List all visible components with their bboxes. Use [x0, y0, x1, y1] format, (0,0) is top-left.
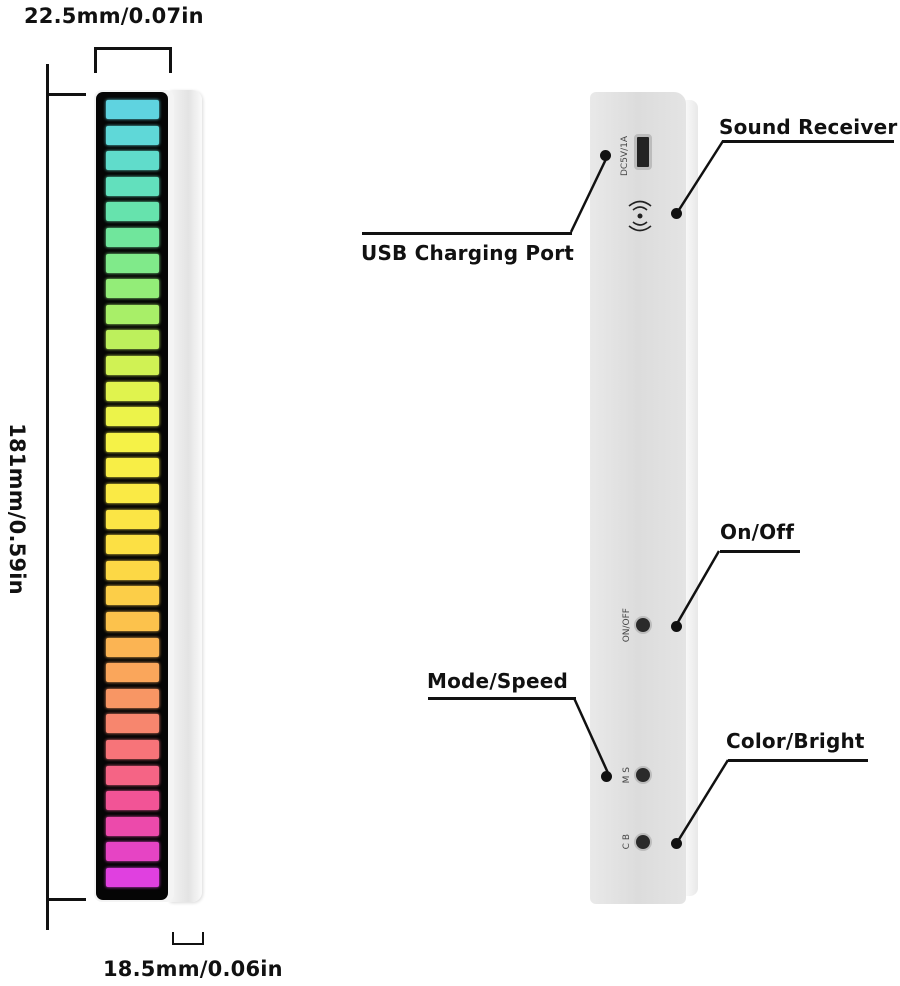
- mode-speed-marking: M S: [622, 767, 632, 784]
- led-segment: [106, 868, 159, 887]
- color-bright-marking: C B: [622, 834, 632, 850]
- led-segment: [106, 381, 159, 401]
- led-segment: [106, 432, 159, 452]
- on-off-marking: ON/OFF: [622, 608, 632, 643]
- color-bright-button[interactable]: [636, 835, 650, 849]
- led-screen: [96, 92, 168, 900]
- led-segment: [106, 535, 159, 555]
- usb-port-callout: USB Charging Port: [361, 241, 575, 265]
- usb-port-pointer: [600, 150, 611, 161]
- height-tick-bottom: [46, 898, 86, 901]
- on-off-underline: [720, 550, 800, 553]
- color-bright-leader: [676, 759, 730, 842]
- led-segment: [106, 356, 159, 375]
- led-segment: [106, 791, 159, 811]
- color-bright-underline: [728, 759, 868, 762]
- usb-port-leader: [569, 156, 609, 233]
- on-off-pointer: [671, 621, 682, 632]
- depth-bracket-left: [172, 932, 174, 945]
- led-segment: [106, 586, 159, 606]
- led-segment: [106, 612, 159, 631]
- led-segment: [106, 304, 159, 324]
- color-bright-pointer: [671, 838, 682, 849]
- sound-receiver-icon: [628, 200, 652, 232]
- height-dimension-line: [46, 64, 49, 930]
- mode-speed-leader: [572, 697, 610, 774]
- led-segment: [106, 458, 159, 478]
- usb-port: [634, 134, 652, 170]
- led-segment: [106, 151, 159, 171]
- sound-receiver-underline: [722, 140, 894, 143]
- led-segment: [106, 509, 159, 529]
- led-segment: [106, 176, 159, 196]
- led-segment: [106, 560, 159, 580]
- led-segment: [106, 125, 159, 145]
- depth-bracket-bottom: [172, 943, 204, 945]
- width-bracket-left: [94, 47, 97, 73]
- on-off-leader: [676, 550, 721, 623]
- sound-receiver-callout: Sound Receiver: [719, 115, 898, 139]
- depth-bracket-right: [202, 932, 204, 945]
- usb-port-underline: [362, 232, 572, 235]
- led-segment: [106, 202, 159, 222]
- on-off-button[interactable]: [636, 618, 650, 632]
- sound-receiver-pointer: [671, 208, 682, 219]
- led-segment: [106, 253, 159, 273]
- power-input-marking: DC5V/1A: [620, 136, 630, 177]
- led-segment: [106, 484, 159, 503]
- width-bracket-right: [169, 47, 172, 73]
- led-segment: [106, 637, 159, 657]
- led-segment: [106, 816, 159, 836]
- led-segment: [106, 279, 159, 299]
- led-segment: [106, 100, 159, 119]
- mode-speed-underline: [428, 697, 576, 700]
- led-segment: [106, 688, 159, 708]
- height-dimension-label: 181mm/0.59in: [5, 423, 29, 595]
- mode-speed-callout: Mode/Speed: [427, 669, 568, 693]
- device-side-edge: [684, 100, 698, 896]
- height-tick-top: [46, 93, 86, 96]
- led-segment: [106, 330, 159, 350]
- depth-dimension-label: 18.5mm/0.06in: [103, 957, 283, 981]
- led-segment: [106, 765, 159, 785]
- led-segment: [106, 407, 159, 427]
- led-segment: [106, 228, 159, 247]
- mode-speed-button[interactable]: [636, 768, 650, 782]
- color-bright-callout: Color/Bright: [726, 729, 865, 753]
- width-dimension-label: 22.5mm/0.07in: [24, 4, 204, 28]
- led-segment: [106, 663, 159, 683]
- led-segment: [106, 714, 159, 734]
- width-bracket-top: [94, 47, 172, 50]
- on-off-callout: On/Off: [720, 520, 795, 544]
- mode-speed-pointer: [601, 771, 612, 782]
- led-segment: [106, 842, 159, 862]
- sound-receiver-leader: [675, 140, 725, 214]
- led-segment: [106, 740, 159, 759]
